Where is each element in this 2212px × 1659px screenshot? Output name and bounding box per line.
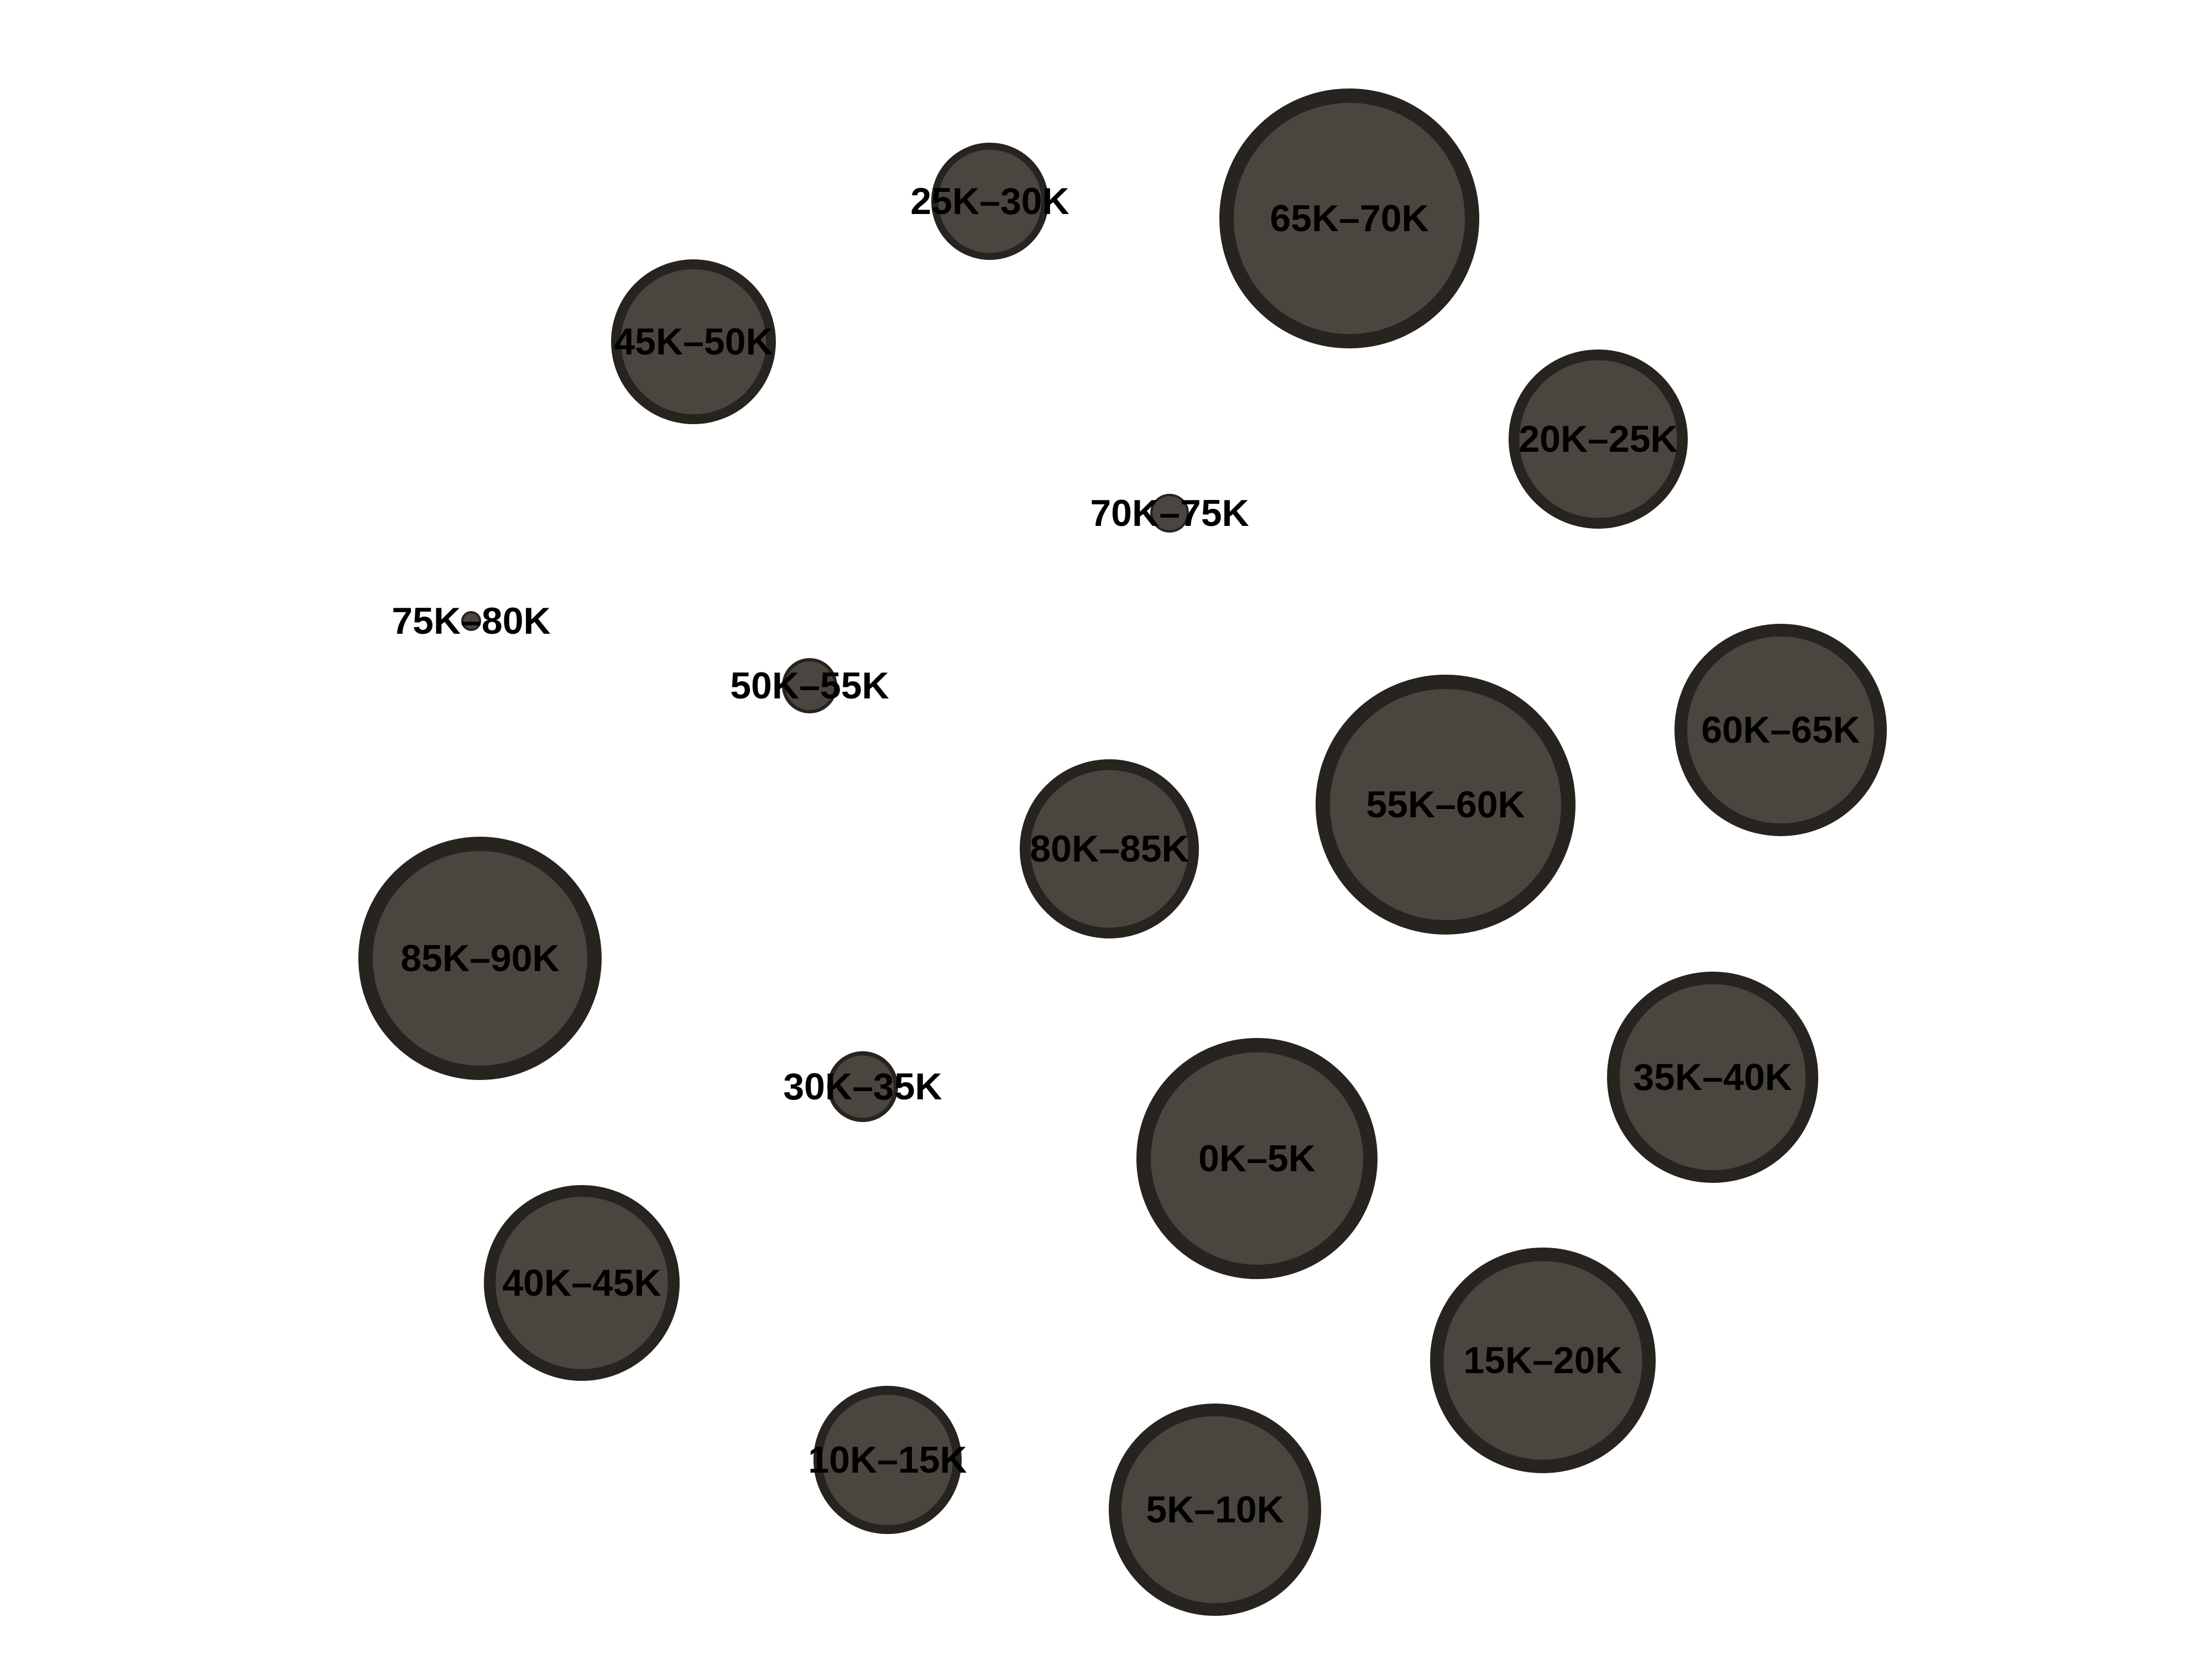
- bubble-circle: [1606, 971, 1818, 1183]
- bubble-circle: [931, 142, 1048, 260]
- bubble-circle: [1508, 349, 1688, 529]
- bubble: 30K–35K: [783, 1051, 942, 1122]
- bubble: 75K–80K: [392, 600, 550, 642]
- bubble-label: 0K–5K: [1198, 1138, 1316, 1180]
- bubble-label: 60K–65K: [1701, 709, 1860, 751]
- bubble: 0K–5K: [1136, 1038, 1378, 1279]
- bubble: 50K–55K: [730, 658, 889, 713]
- bubble-label: 85K–90K: [400, 937, 559, 979]
- bubble-circle: [1150, 493, 1190, 533]
- bubble-circle: [1109, 1404, 1322, 1616]
- bubble-circle: [827, 1051, 898, 1122]
- bubble-label: 55K–60K: [1366, 784, 1525, 826]
- bubble-circle: [1019, 759, 1199, 938]
- bubble: 10K–15K: [808, 1386, 967, 1535]
- bubble: 55K–60K: [1316, 675, 1575, 935]
- bubble: 15K–20K: [1430, 1247, 1656, 1473]
- bubble-label: 80K–85K: [1030, 828, 1188, 870]
- bubble: 80K–85K: [1019, 759, 1199, 938]
- bubble-circle: [813, 1386, 962, 1535]
- bubble-circle: [1136, 1038, 1378, 1279]
- bubble-circle: [782, 658, 837, 713]
- bubble-group: 65K–70K 25K–30K 45K–50K 20K–25K 70K–75K 75K–8…: [358, 88, 1887, 1616]
- bubble-label: 5K–10K: [1146, 1489, 1284, 1531]
- bubble-circle: [1430, 1247, 1656, 1473]
- bubble-label: 30K–35K: [783, 1066, 942, 1108]
- bubble-label: 45K–50K: [614, 321, 773, 363]
- bubble-circle: [461, 611, 481, 631]
- bubble-circle: [1316, 675, 1575, 935]
- bubble: 60K–65K: [1674, 624, 1887, 837]
- bubble-label: 75K–80K: [392, 600, 550, 642]
- bubble-label: 10K–15K: [808, 1439, 967, 1481]
- bubble-circle: [358, 837, 602, 1080]
- bubble-label: 20K–25K: [1519, 418, 1677, 460]
- bubble-label: 40K–45K: [502, 1262, 661, 1304]
- bubble: 5K–10K: [1109, 1404, 1322, 1616]
- bubble-circle: [1219, 88, 1479, 348]
- bubble-label: 70K–75K: [1090, 492, 1249, 534]
- bubble: 20K–25K: [1508, 349, 1688, 529]
- bubble: 40K–45K: [483, 1185, 680, 1381]
- bubble: 70K–75K: [1090, 492, 1249, 534]
- bubble-label: 65K–70K: [1270, 197, 1428, 239]
- bubble-label: 15K–20K: [1463, 1339, 1622, 1381]
- bubble-label: 25K–30K: [910, 180, 1069, 222]
- bubble: 65K–70K: [1219, 88, 1479, 348]
- bubble: 25K–30K: [910, 142, 1070, 260]
- bubble-circle: [483, 1185, 680, 1381]
- bubble-circle: [1674, 624, 1887, 837]
- bubble: 85K–90K: [358, 837, 602, 1080]
- bubble: 35K–40K: [1606, 971, 1818, 1183]
- bubble: 45K–50K: [611, 259, 776, 424]
- bubble-label: 50K–55K: [730, 665, 889, 707]
- bubble-circle: [611, 259, 776, 424]
- bubble-label: 35K–40K: [1633, 1056, 1792, 1098]
